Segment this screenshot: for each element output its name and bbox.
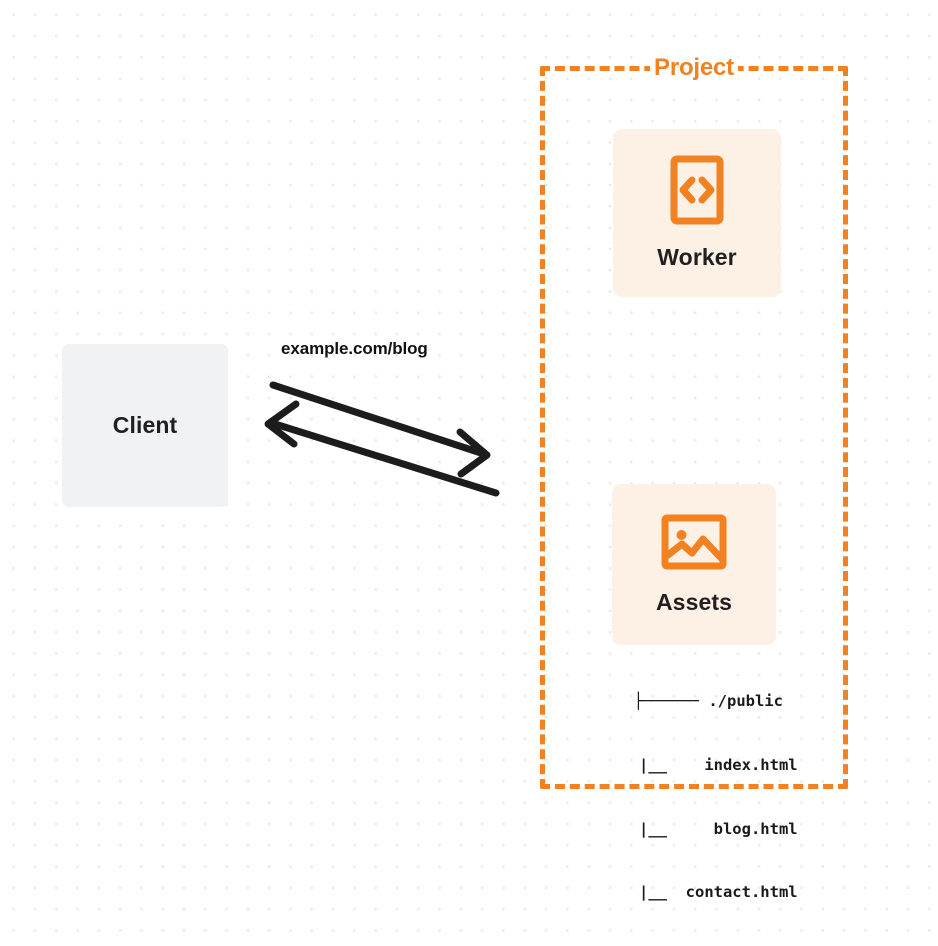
node-assets-label: Assets — [655, 588, 733, 615]
node-client-label: Client — [112, 412, 178, 438]
connection-label: example.com/blog — [281, 339, 428, 358]
node-worker-label: Worker — [657, 244, 737, 270]
request-arrow — [269, 381, 491, 478]
file-tree-line: |__ blog.html — [583, 819, 798, 838]
node-client[interactable]: Client — [62, 344, 228, 507]
project-title: Project — [650, 54, 738, 82]
file-tree-line: |__ contact.html — [583, 883, 798, 902]
response-arrow — [264, 400, 500, 497]
node-assets[interactable]: Assets — [612, 484, 776, 645]
file-tree-line: |__ index.html — [583, 756, 798, 775]
assets-file-tree: ├────── ./public |__ index.html |__ blog… — [583, 649, 798, 946]
code-brackets-document-icon — [670, 155, 724, 230]
node-worker[interactable]: Worker — [613, 129, 781, 297]
diagram-canvas: Client example.com/blog Project Worker — [62, 54, 848, 901]
project-container: Project — [540, 54, 848, 789]
image-picture-icon — [661, 514, 727, 575]
file-tree-line: ├────── ./public — [633, 692, 783, 711]
